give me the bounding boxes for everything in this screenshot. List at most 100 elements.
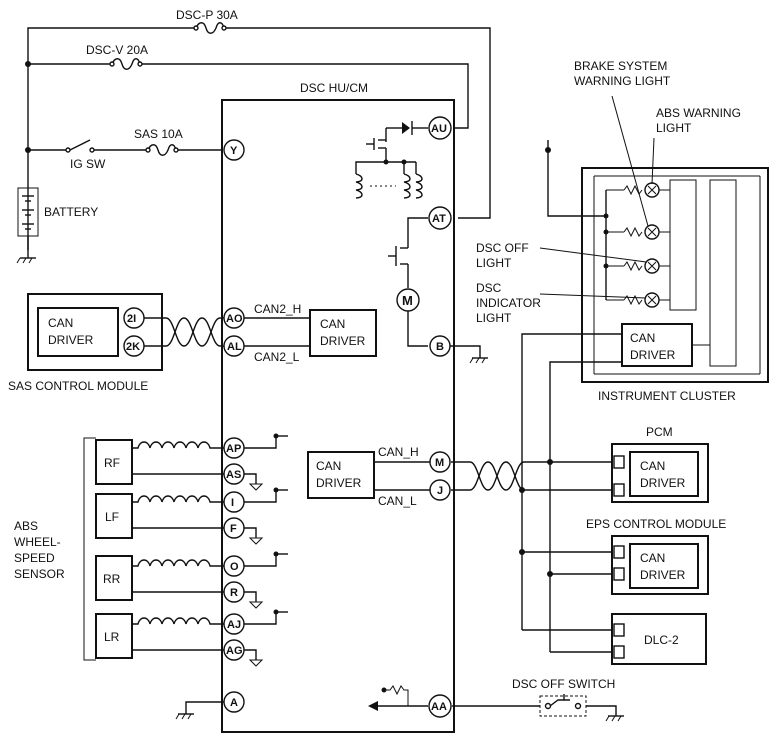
- pin-F: F: [223, 517, 245, 539]
- dsc-off-switch-label: DSC OFF SWITCH: [512, 677, 615, 691]
- svg-text:AA: AA: [431, 701, 447, 713]
- cluster-can-label: CAN: [630, 331, 655, 345]
- pin-R: R: [223, 581, 245, 603]
- instrument-cluster: CAN DRIVER: [539, 95, 769, 383]
- abs-warning-label-2: LIGHT: [656, 121, 692, 135]
- pin-AP: AP: [223, 437, 245, 459]
- svg-text:RF: RF: [104, 456, 120, 470]
- svg-text:AT: AT: [432, 213, 446, 225]
- dlc-2-connector: [611, 613, 707, 665]
- abs-label-1: ABS: [14, 519, 38, 533]
- svg-text:R: R: [230, 587, 238, 599]
- eps-label: EPS CONTROL MODULE: [586, 517, 726, 531]
- pin-AG: AG: [223, 639, 245, 661]
- dsc-off-switch: [368, 685, 624, 722]
- can2-h-label: CAN2_H: [254, 302, 301, 316]
- svg-text:2K: 2K: [126, 341, 140, 353]
- svg-text:AP: AP: [226, 443, 241, 455]
- fuse-dsc-p-label: DSC-P 30A: [176, 8, 238, 22]
- ig-sw-label: IG SW: [70, 157, 106, 171]
- dlc-2-label: DLC-2: [644, 633, 679, 647]
- svg-text:B: B: [436, 341, 444, 353]
- abs-label-4: SENSOR: [14, 567, 65, 581]
- brake-warning-label-1: BRAKE SYSTEM: [574, 59, 667, 73]
- svg-text:2I: 2I: [127, 313, 136, 325]
- svg-text:J: J: [437, 485, 443, 497]
- pcm-module: [611, 443, 709, 503]
- sensor-lf: LF: [95, 487, 288, 545]
- svg-text:AL: AL: [227, 341, 242, 353]
- fuse-dsc-p: [193, 22, 227, 34]
- eps-can-label: CAN: [640, 551, 665, 565]
- dsc-off-light-label-1: DSC OFF: [476, 241, 529, 255]
- fuse-dsc-v: [109, 58, 143, 70]
- abs-label-2: WHEEL-: [14, 535, 61, 549]
- svg-text:A: A: [230, 697, 238, 709]
- svg-text:LF: LF: [105, 510, 119, 524]
- pin-AL: AL: [223, 335, 245, 357]
- hu-can-can-label: CAN: [316, 459, 341, 473]
- battery-label: BATTERY: [44, 205, 98, 219]
- abs-sensor-bracket: [83, 437, 96, 661]
- pin-AT: AT: [428, 206, 452, 230]
- pin-J: J: [429, 479, 451, 501]
- sas-can-label: CAN: [48, 316, 73, 330]
- svg-text:O: O: [230, 561, 239, 573]
- lamp-row-brake: [606, 182, 670, 198]
- pin-Y: Y: [223, 139, 245, 161]
- dsc-hu-cm-box: [221, 99, 455, 733]
- pin-M: M: [429, 451, 451, 473]
- hu-can2-driver-box: [309, 309, 377, 357]
- abs-warning-label-1: ABS WARNING: [656, 106, 741, 120]
- sas-driver-label: DRIVER: [48, 333, 94, 347]
- lamp-row-dsc-off: [606, 258, 670, 274]
- svg-text:Y: Y: [230, 145, 238, 157]
- svg-text:AG: AG: [226, 645, 243, 657]
- dsc-internal-circuit: M: [355, 121, 428, 347]
- pin-AA: AA: [428, 694, 452, 718]
- power-supply: [25, 27, 491, 250]
- pin-I: I: [223, 491, 245, 513]
- pcm-can-label: CAN: [640, 459, 665, 473]
- dsc-indicator-label-2: INDICATOR: [476, 296, 541, 310]
- svg-text:I: I: [231, 497, 234, 509]
- pin-AU: AU: [428, 116, 452, 140]
- ground-pin-B: [450, 345, 488, 364]
- svg-text:LR: LR: [104, 630, 120, 644]
- fuse-dsc-v-label: DSC-V 20A: [86, 43, 148, 57]
- svg-text:F: F: [230, 523, 237, 535]
- pin-A: A: [223, 691, 245, 713]
- can2-l-label: CAN2_L: [254, 350, 300, 364]
- ground-pin-A: [175, 701, 224, 720]
- sensor-rr: RR: [95, 551, 288, 609]
- hu-can2-driver-label: DRIVER: [320, 334, 366, 348]
- pcm-driver-label: DRIVER: [640, 476, 686, 490]
- can-h-label: CAN_H: [378, 445, 419, 459]
- hu-can2-can-label: CAN: [320, 317, 345, 331]
- pin-2K: 2K: [123, 335, 145, 357]
- sas-can-driver-box: [37, 307, 119, 357]
- cluster-can-driver-box: [621, 323, 693, 367]
- svg-text:AU: AU: [431, 123, 447, 135]
- lamp-row-abs: [606, 224, 670, 240]
- abs-label-3: SPEED: [14, 551, 55, 565]
- instrument-cluster-label: INSTRUMENT CLUSTER: [598, 389, 736, 403]
- can-l-label: CAN_L: [378, 494, 417, 508]
- svg-text:RR: RR: [103, 572, 121, 586]
- eps-driver-label: DRIVER: [640, 568, 686, 582]
- hu-can-driver-box: [307, 451, 375, 499]
- svg-text:AJ: AJ: [227, 619, 241, 631]
- svg-text:M: M: [435, 457, 444, 469]
- ig-switch: [65, 139, 95, 153]
- svg-text:AS: AS: [226, 469, 241, 481]
- pcm-label: PCM: [646, 425, 673, 439]
- fuse-sas: [145, 144, 179, 156]
- dsc-indicator-label-1: DSC: [476, 281, 502, 295]
- dsc-off-light-label-2: LIGHT: [476, 256, 512, 270]
- pin-B: B: [429, 335, 451, 357]
- sensor-rf: RF: [95, 433, 288, 491]
- pin-2I: 2I: [123, 307, 145, 329]
- pin-AO: AO: [223, 307, 245, 329]
- dsc-indicator-label-3: LIGHT: [476, 311, 512, 325]
